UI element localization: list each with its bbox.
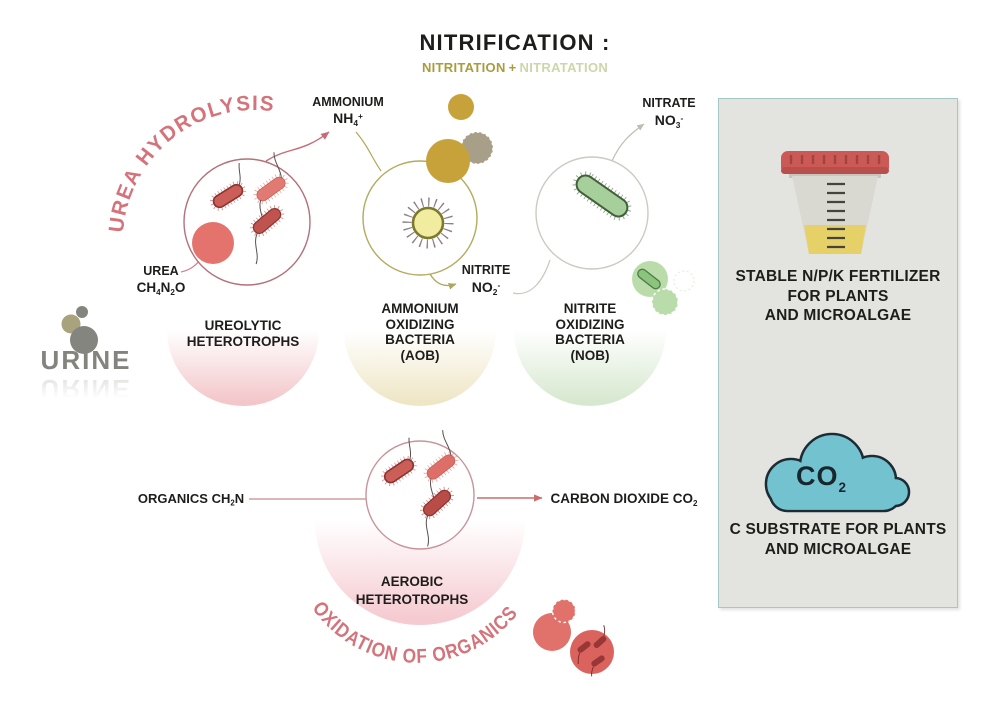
ammonium-label: AMMONIUM [312,95,384,109]
subtitle-nitratation: NITRATATION [519,60,609,75]
svg-text:OXIDATION OF ORGANICS: OXIDATION OF ORGANICS [308,598,522,668]
bacterium-rod [210,162,246,211]
nitrate-label: NITRATE [642,96,696,110]
subtitle-plus: + [508,60,517,75]
urea-formula: CH4N2O [136,280,186,297]
red-cell-dot [192,222,234,264]
carbon-dioxide-label: CARBON DIOXIDE CO2 [550,491,698,508]
bacterium-rod [381,437,417,487]
arrow-to-ammonium [265,131,330,162]
urea-label: UREA [143,264,179,278]
sun-coccus-bacterium [402,197,454,249]
subtitle-nitritation: NITRITATION [421,60,506,75]
ureolytic-circle [183,152,311,286]
page-subtitle: NITRITATION+NITRATATION [365,60,665,76]
bacterium-rod [420,486,454,547]
curve-ammonium-to-aob [355,131,382,172]
oxidation-of-organics-arc-text: OXIDATION OF ORGANICS [308,598,522,668]
organics-label: ORGANICS CH2N [137,491,245,508]
urine-label: URINE [40,345,132,375]
arrow-to-nitrate [611,123,645,162]
urine-label-reflection: URINE [40,373,132,404]
no2-formula: NO2- [471,279,501,297]
curve-nitrite-to-nob [512,259,551,295]
nh4-formula: NH4+ [333,110,363,128]
cloud-co2-text: CO2 [796,461,848,495]
nitrite-label: NITRITE [461,263,511,277]
aob-circle [362,94,494,276]
green-cell-cluster [632,261,695,316]
no3-formula: NO3- [654,112,684,130]
page-title: NITRIFICATION : [419,30,611,55]
specimen-cup-icon [781,151,889,254]
gold-cell-dot-large [426,139,470,183]
nob-circle [535,156,695,316]
bacterium-rod [423,430,459,511]
bacterium-rod [253,152,289,233]
arrow-to-nitrite [429,273,457,290]
gold-cell-dot-small [448,94,474,120]
aerobic-circle [365,430,475,550]
green-bacterium-rod [572,171,632,221]
red-cell-cluster [533,598,614,677]
co2-cloud-icon [764,432,911,513]
bacterium-rod [249,205,285,265]
urine-dots [61,306,98,354]
